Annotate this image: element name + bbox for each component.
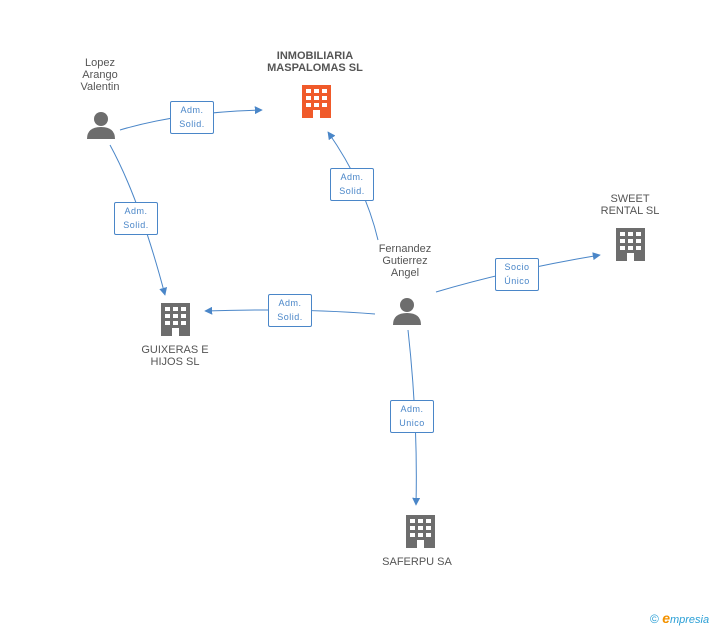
building-icon-inmobiliaria[interactable] xyxy=(302,85,331,118)
node-label-guixeras[interactable]: GUIXERAS E HIJOS SL xyxy=(141,344,209,368)
person-icon-fernandez[interactable] xyxy=(393,298,421,325)
node-label-lopez[interactable]: Lopez Arango Valentin xyxy=(80,57,120,93)
empresia-logo[interactable]: © empresia xyxy=(650,610,709,626)
node-label-sweet[interactable]: SWEET RENTAL SL xyxy=(600,193,660,217)
edge-label-lopez-guixeras: Adm. Solid. xyxy=(114,202,158,235)
person-icon-lopez[interactable] xyxy=(87,112,115,139)
edge-label-fernandez-guixeras: Adm. Solid. xyxy=(268,294,312,327)
edge-label-fernandez-inmobiliaria: Adm. Solid. xyxy=(330,168,374,201)
edge-label-fernandez-saferpu: Adm. Unico xyxy=(390,400,434,433)
brand-e: e xyxy=(662,610,670,626)
node-label-inmobiliaria[interactable]: INMOBILIARIA MASPALOMAS SL xyxy=(267,50,363,74)
node-label-fernandez[interactable]: Fernandez Gutierrez Angel xyxy=(378,243,432,279)
node-label-saferpu[interactable]: SAFERPU SA xyxy=(382,556,452,568)
brand-name: mpresia xyxy=(669,614,710,626)
copyright-symbol: © xyxy=(650,612,659,626)
building-icon-guixeras[interactable] xyxy=(161,303,190,336)
building-icon-saferpu[interactable] xyxy=(406,515,435,548)
building-icon-sweet[interactable] xyxy=(616,228,645,261)
edge-label-fernandez-sweet: Socio Único xyxy=(495,258,539,291)
edge-label-lopez-inmobiliaria: Adm. Solid. xyxy=(170,101,214,134)
